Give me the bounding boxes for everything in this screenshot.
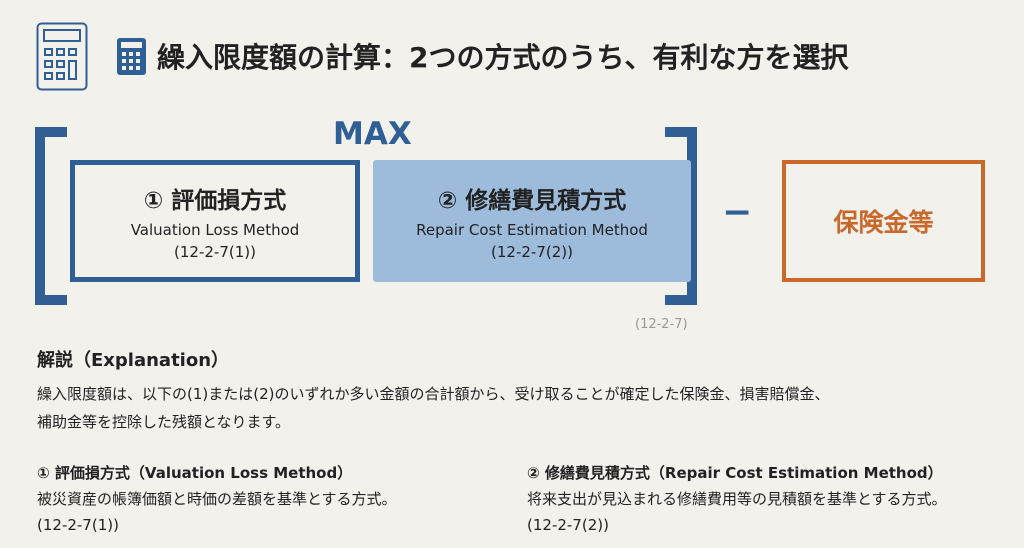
box-title: ② 修繕費見積方式: [437, 188, 627, 214]
box-english: Valuation Loss Method: [130, 221, 300, 239]
item-heading: ① 評価損方式（Valuation Loss Method）: [37, 464, 353, 482]
item-ref: (12-2-7(1)): [37, 516, 119, 534]
item-heading: ② 修繕費見積方式（Repair Cost Estimation Method）: [527, 464, 943, 482]
explanation-body: 繰入限度額は、以下の(1)または(2)のいずれか多い金額の合計額から、受け取るこ…: [37, 380, 830, 436]
formula-ref: (12-2-7): [635, 317, 688, 332]
box-ref: (12-2-7(2)): [491, 243, 573, 261]
explanation-line: 補助金等を控除した残額となります。: [37, 413, 291, 431]
explanation-heading: 解説（Explanation）: [37, 350, 230, 371]
box-ref: (12-2-7(1)): [174, 243, 256, 261]
explanation-item-repair: ② 修繕費見積方式（Repair Cost Estimation Method）…: [527, 460, 947, 538]
item-text: 被災資産の帳簿価額と時価の差額を基準とする方式。: [37, 490, 397, 508]
item-ref: (12-2-7(2)): [527, 516, 609, 534]
left-bracket: [35, 127, 67, 305]
calculator-icon: [36, 22, 88, 91]
item-text: 将来支出が見込まれる修繕費用等の見積額を基準とする方式。: [527, 490, 947, 508]
deduction-label: 保険金等: [833, 208, 934, 237]
explanation-item-valuation: ① 評価損方式（Valuation Loss Method） 被災資産の帳簿価額…: [37, 460, 397, 538]
minus-sign: −: [722, 192, 753, 233]
explanation-line: 繰入限度額は、以下の(1)または(2)のいずれか多い金額の合計額から、受け取るこ…: [37, 385, 830, 403]
valuation-loss-box: ① 評価損方式 Valuation Loss Method (12-2-7(1)…: [70, 160, 360, 282]
box-title: ① 評価損方式: [143, 188, 287, 214]
calculator-small-icon: [117, 38, 146, 75]
right-bracket: [665, 127, 697, 305]
deduction-box: 保険金等: [782, 160, 985, 282]
max-label: MAX: [333, 116, 412, 152]
page-title: 繰入限度額の計算：2つの方式のうち、有利な方を選択: [157, 41, 849, 74]
box-english: Repair Cost Estimation Method: [416, 221, 648, 239]
repair-cost-box: ② 修繕費見積方式 Repair Cost Estimation Method …: [373, 160, 691, 282]
